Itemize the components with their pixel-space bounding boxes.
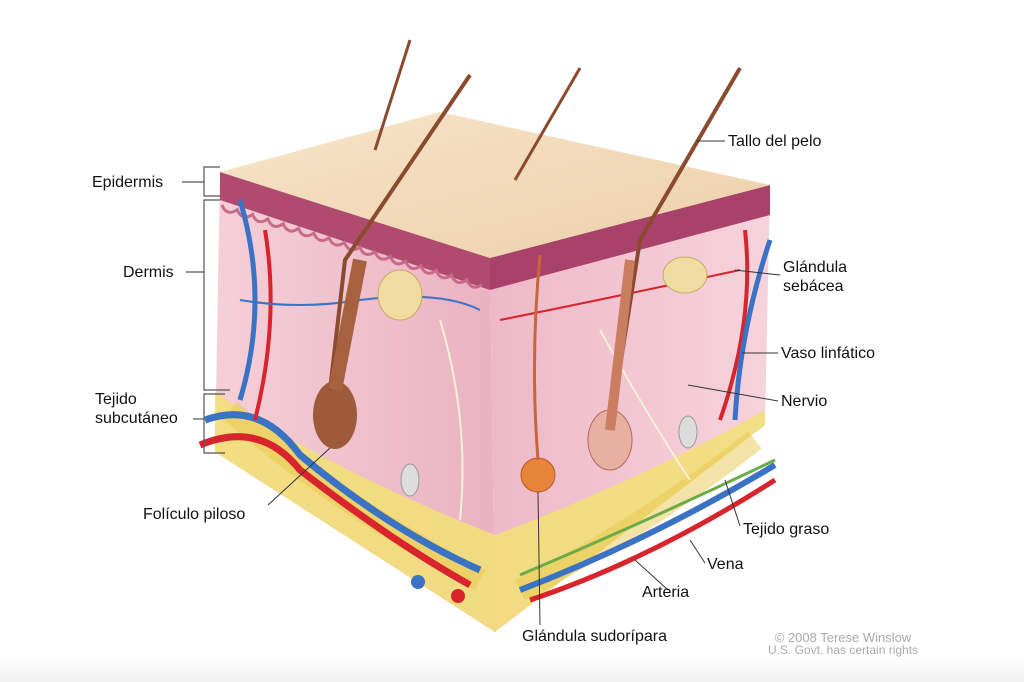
- label-subcutaneous-line2: subcutáneo: [95, 410, 178, 427]
- epidermis-right: [490, 185, 770, 290]
- label-vein: Vena: [707, 556, 744, 573]
- label-artery: Arteria: [642, 584, 690, 601]
- skin-surface: [220, 112, 770, 258]
- label-fat-tissue: Tejido graso: [743, 521, 830, 538]
- bottom-fade: [0, 655, 1024, 682]
- leader-lines: [267, 140, 781, 626]
- label-dermis: Dermis: [123, 264, 174, 281]
- label-subcutaneous: Tejido subcutáneo: [95, 390, 178, 428]
- hair-follicle-left: [313, 381, 357, 449]
- label-sweat-gland: Glándula sudorípara: [522, 628, 667, 645]
- credit-line1: © 2008 Terese Winslow: [774, 630, 912, 645]
- epidermis-left: [220, 172, 490, 290]
- fat-tissue: [215, 392, 765, 632]
- label-sebaceous-line1: Glándula: [783, 259, 848, 276]
- credit-line2: U.S. Govt. has certain rights: [768, 643, 919, 657]
- layer-brackets: [182, 166, 230, 454]
- label-nerve: Nervio: [781, 393, 828, 410]
- copyright-credit: © 2008 Terese Winslow U.S. Govt. has cer…: [768, 630, 919, 657]
- sebaceous-gland-right: [662, 256, 708, 294]
- sebaceous-gland-left: [377, 269, 423, 321]
- label-hair-follicle: Folículo piloso: [143, 506, 246, 523]
- label-sebaceous-gland: Glándula sebácea: [783, 258, 847, 296]
- label-epidermis: Epidermis: [92, 174, 164, 191]
- artery-path: [198, 433, 472, 589]
- sweat-gland: [520, 457, 556, 493]
- label-sebaceous-line2: sebácea: [783, 278, 844, 295]
- label-lymph-vessel: Vaso linfático: [781, 345, 875, 362]
- label-hair-shaft: Tallo del pelo: [728, 133, 822, 150]
- label-subcutaneous-line1: Tejido: [95, 391, 137, 408]
